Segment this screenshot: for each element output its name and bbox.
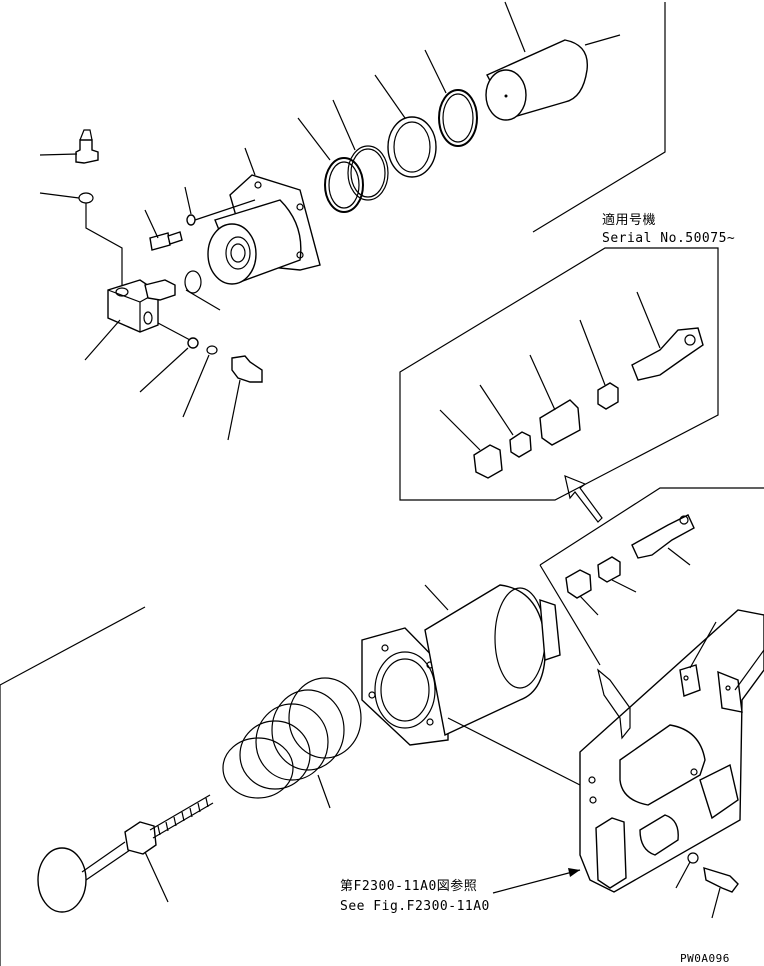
return-spring-part xyxy=(222,677,362,809)
plug-fitting-part xyxy=(227,355,263,441)
reference-leader-line xyxy=(492,869,581,894)
bracket-washer-part xyxy=(675,852,699,889)
bolt-part xyxy=(144,209,183,251)
ball-part xyxy=(139,337,199,393)
o-ring-small-part xyxy=(184,270,221,311)
seal-washer-part xyxy=(39,192,123,285)
o-ring-tiny-part xyxy=(182,345,218,418)
rod-parts-box xyxy=(539,487,764,666)
up-arrow-icon xyxy=(564,475,603,523)
drawing-code: PW0A096 xyxy=(680,952,730,965)
cylinder-body-part xyxy=(207,147,321,285)
wear-ring-part xyxy=(374,74,437,178)
serial-detail-box xyxy=(399,247,719,501)
cylinder-cover-part xyxy=(485,1,666,233)
o-ring-part xyxy=(297,117,364,213)
push-rod-part xyxy=(0,606,214,966)
cylinder-housing-part xyxy=(361,584,581,786)
washer-part xyxy=(184,186,256,226)
elbow-fitting-part xyxy=(39,129,99,164)
mounting-bracket-part xyxy=(579,609,764,893)
snap-ring-part xyxy=(424,49,478,147)
serial-note-line1: 適用号機 xyxy=(602,212,656,228)
backup-ring-part xyxy=(332,99,389,201)
reference-arrow-icon xyxy=(568,868,580,877)
bracket-bolt-part xyxy=(703,866,739,919)
serial-note-line2: Serial No.50075~ xyxy=(602,231,735,246)
reference-note-line1: 第F2300-11A0図参照 xyxy=(340,878,477,894)
valve-block-part xyxy=(84,279,191,361)
reference-note-line2: See Fig.F2300-11A0 xyxy=(340,899,490,914)
